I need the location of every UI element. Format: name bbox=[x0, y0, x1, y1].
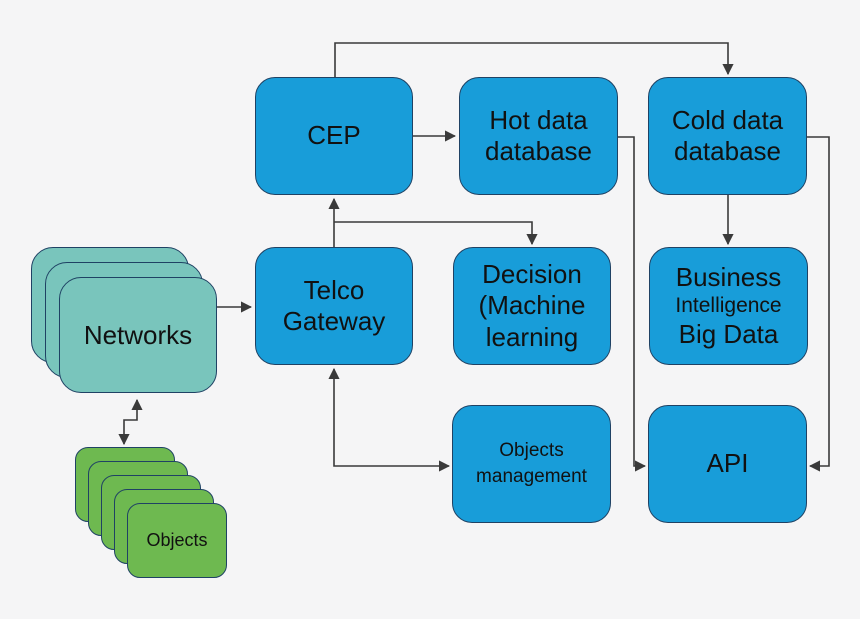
node-telco-gateway: Telco Gateway bbox=[255, 247, 413, 365]
business-intelligence-label-line1: Business bbox=[675, 261, 782, 292]
telco-gateway-label-line2: Gateway bbox=[282, 306, 386, 336]
edge-telco-objects-management-bidirectional bbox=[328, 367, 451, 472]
node-objects-management: Objects management bbox=[452, 405, 611, 523]
decision-label-line2: (Machine bbox=[478, 290, 586, 321]
business-intelligence-label-line3: Big Data bbox=[678, 319, 779, 350]
node-hot-data-database: Hot data database bbox=[459, 77, 618, 195]
api-label: API bbox=[706, 448, 749, 479]
hot-data-label-line2: database bbox=[485, 136, 592, 166]
edge-cold-data-to-api bbox=[807, 136, 830, 472]
edge-hot-data-to-api bbox=[618, 136, 647, 472]
objects-label: Objects bbox=[146, 530, 208, 550]
node-business-intelligence: Business Intelligence Big Data bbox=[649, 247, 808, 365]
decision-label-line3: learning bbox=[485, 321, 579, 352]
node-api: API bbox=[648, 405, 807, 523]
node-cep: CEP bbox=[255, 77, 413, 195]
telco-gateway-label-line1: Telco bbox=[303, 274, 365, 305]
business-intelligence-label-line2: Intelligence bbox=[675, 293, 782, 317]
node-cold-data-database: Cold data database bbox=[648, 77, 807, 195]
node-objects: Objects bbox=[127, 503, 227, 578]
edge-telco-to-decision bbox=[334, 221, 538, 246]
networks-label: Networks bbox=[83, 319, 193, 350]
edge-cep-to-cold-data bbox=[334, 42, 734, 77]
objects-management-label-line1: Objects bbox=[499, 440, 564, 462]
node-decision-machine-learning: Decision (Machine learning bbox=[453, 247, 611, 365]
edge-networks-objects-bidirectional bbox=[118, 398, 143, 446]
decision-label-line1: Decision bbox=[482, 259, 582, 290]
cold-data-label-line1: Cold data bbox=[671, 104, 784, 135]
cold-data-label-line2: database bbox=[674, 136, 781, 166]
objects-management-label-line2: management bbox=[476, 466, 587, 487]
node-networks: Networks bbox=[59, 277, 217, 393]
hot-data-label-line1: Hot data bbox=[489, 104, 588, 135]
cep-label: CEP bbox=[307, 120, 361, 151]
